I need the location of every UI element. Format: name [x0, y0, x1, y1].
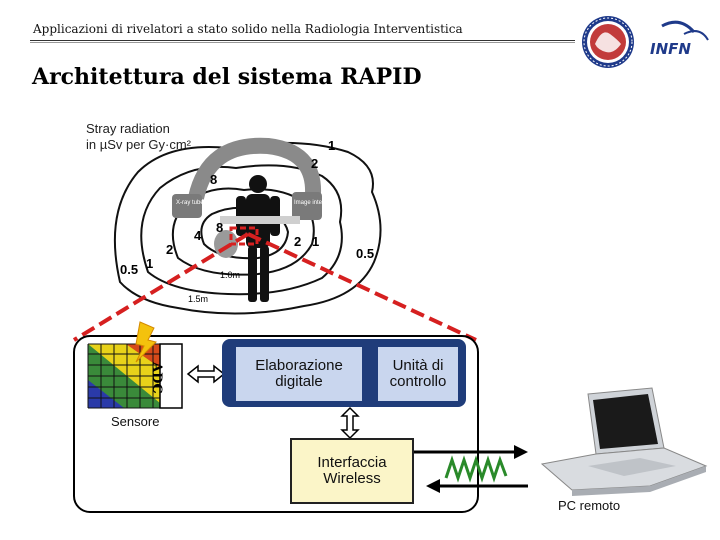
stray-label-line1: Stray radiation [86, 121, 170, 136]
contour-outer [113, 141, 382, 315]
wireless-label: Interfaccia Wireless [317, 454, 387, 487]
slide-title: Architettura del sistema RAPID [32, 64, 422, 90]
stray-label-line2: in µSv per Gy·cm² [86, 137, 192, 152]
adc-block [159, 343, 183, 409]
group-wireless-arrow [340, 406, 360, 440]
unita-controllo-box: Unità di controllo [377, 346, 459, 402]
distance-label: 1.5m [188, 294, 208, 304]
x-ray-tube [172, 194, 202, 218]
wireless-arrow-out-head [514, 445, 528, 459]
pc-remoto-label: PC remoto [558, 498, 621, 513]
contour-label: 2 [311, 156, 318, 171]
wireless-arrow-in-head [426, 479, 440, 493]
sensore-label: Sensore [111, 414, 160, 429]
contour-label: 4 [194, 228, 202, 243]
projection-line-right [247, 232, 477, 342]
stray-radiation-label: Stray radiation in µSv per Gy·cm² [86, 121, 191, 153]
elaborazione-digitale-box: Elaborazione digitale [235, 346, 363, 402]
infn-logo-text: INFN [650, 40, 691, 58]
laptop-icon [540, 387, 708, 496]
sensor-pixel-grid [87, 343, 167, 409]
c-arm-arc [188, 137, 321, 206]
contour-label: 0.5 [120, 262, 138, 277]
contour-label: 1 [328, 138, 335, 153]
contour-label: 2 [166, 242, 173, 257]
contour-label: 1 [146, 256, 153, 271]
contour-label: 2 [294, 234, 301, 249]
rapid-system-container [73, 335, 479, 513]
interfaccia-wireless-box: Interfaccia Wireless [290, 438, 414, 504]
header-divider-secondary [30, 42, 575, 43]
elaborazione-label: Elaborazione digitale [255, 357, 343, 390]
header-divider [30, 40, 575, 41]
stray-radiation-figure: 1 2 8 4 8 2 1 2 1 0.5 0.5 1.0m 1.5m X-ra… [113, 137, 382, 315]
device-label: Image intensifier [294, 200, 338, 206]
contour-middle [140, 164, 343, 296]
device-label: X-ray tube [176, 200, 204, 206]
contour-label: 8 [216, 220, 223, 235]
contour-label: 8 [210, 172, 217, 187]
wireless-signal-wave [444, 455, 508, 483]
unita-label: Unità di controllo [389, 357, 447, 390]
radiation-bolt-icon [135, 321, 157, 363]
adc-label: ADC [149, 362, 164, 394]
patient-table [220, 216, 300, 224]
contour-label: 0.5 [356, 246, 374, 261]
header-subtitle: Applicazioni di rivelatori a stato solid… [33, 22, 463, 36]
sensor-highlight-box [229, 226, 259, 246]
contour-label: 1 [312, 234, 319, 249]
adc-elab-arrow [186, 364, 226, 384]
distance-label: 1.0m [220, 270, 240, 280]
projection-line-left [72, 232, 250, 342]
infn-logo: INFN [650, 20, 709, 58]
image-intensifier [292, 192, 322, 220]
university-seal-logo [582, 16, 634, 68]
